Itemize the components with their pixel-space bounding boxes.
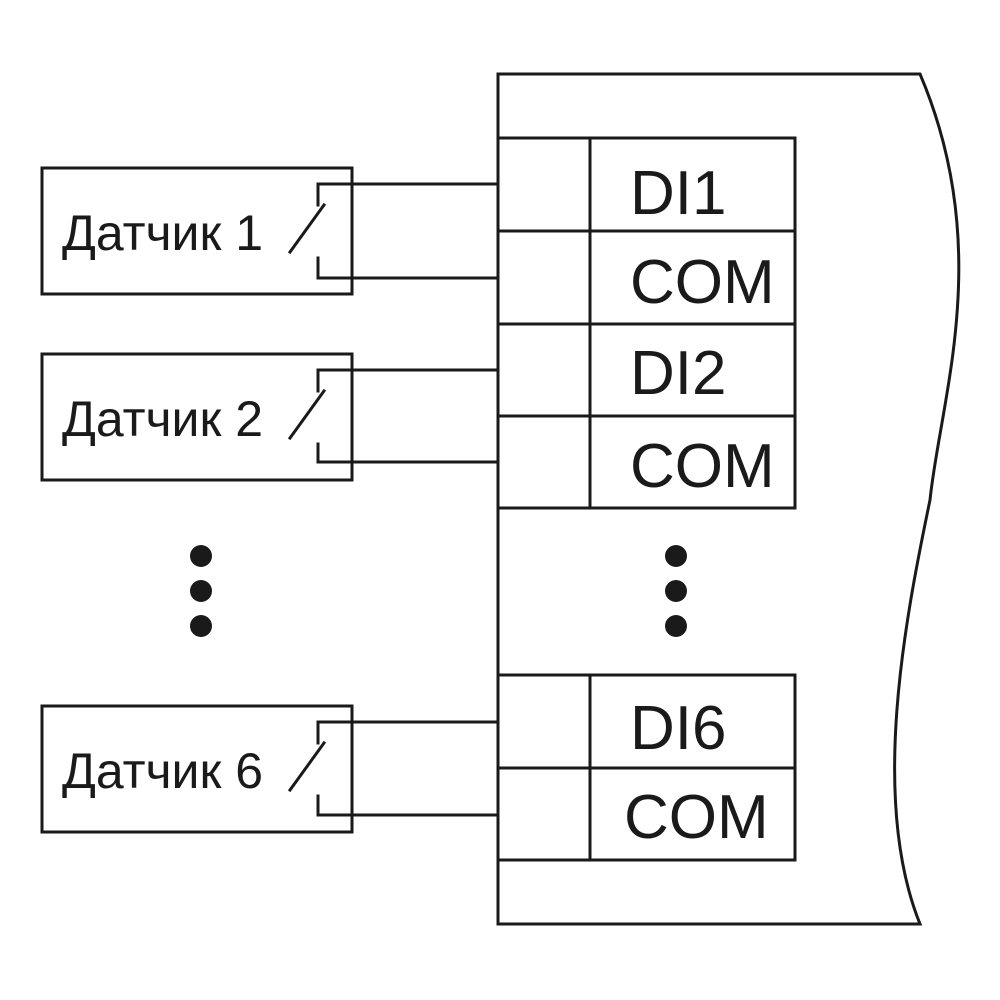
terminal-di2-label: DI2 [630, 339, 726, 408]
terminal-ellipsis-icon [665, 545, 687, 637]
device-housing [496, 72, 961, 926]
terminal-block-2 [496, 673, 797, 862]
sensor-6-contact-top [316, 720, 500, 745]
sensor-2-label: Датчик 2 [62, 391, 263, 447]
sensor-1-switch-icon [287, 202, 327, 255]
sensor-1-contact-top [316, 182, 500, 207]
terminal-com6-label: COM [624, 783, 769, 852]
sensor-6-contact-bottom [316, 794, 500, 817]
sensor-2: Датчик 2 [40, 352, 500, 482]
sensor-6: Датчик 6 [40, 704, 500, 834]
terminal-di6-label: DI6 [630, 694, 726, 763]
terminal-com1-label: COM [630, 248, 775, 317]
sensor-6-label: Датчик 6 [62, 743, 263, 799]
sensor-ellipsis-icon [190, 545, 212, 637]
sensor-2-contact-top [316, 368, 500, 393]
sensor-1-contact-bottom [316, 256, 500, 280]
sensor-6-switch-icon [287, 740, 327, 793]
terminal-com2-label: COM [630, 432, 775, 501]
sensor-2-contact-bottom [316, 442, 500, 464]
sensor-1: Датчик 1 [40, 166, 500, 296]
sensor-2-switch-icon [287, 388, 327, 441]
terminal-di1-label: DI1 [630, 159, 726, 228]
sensor-1-label: Датчик 1 [62, 205, 263, 261]
terminal-block-1 [496, 136, 797, 510]
